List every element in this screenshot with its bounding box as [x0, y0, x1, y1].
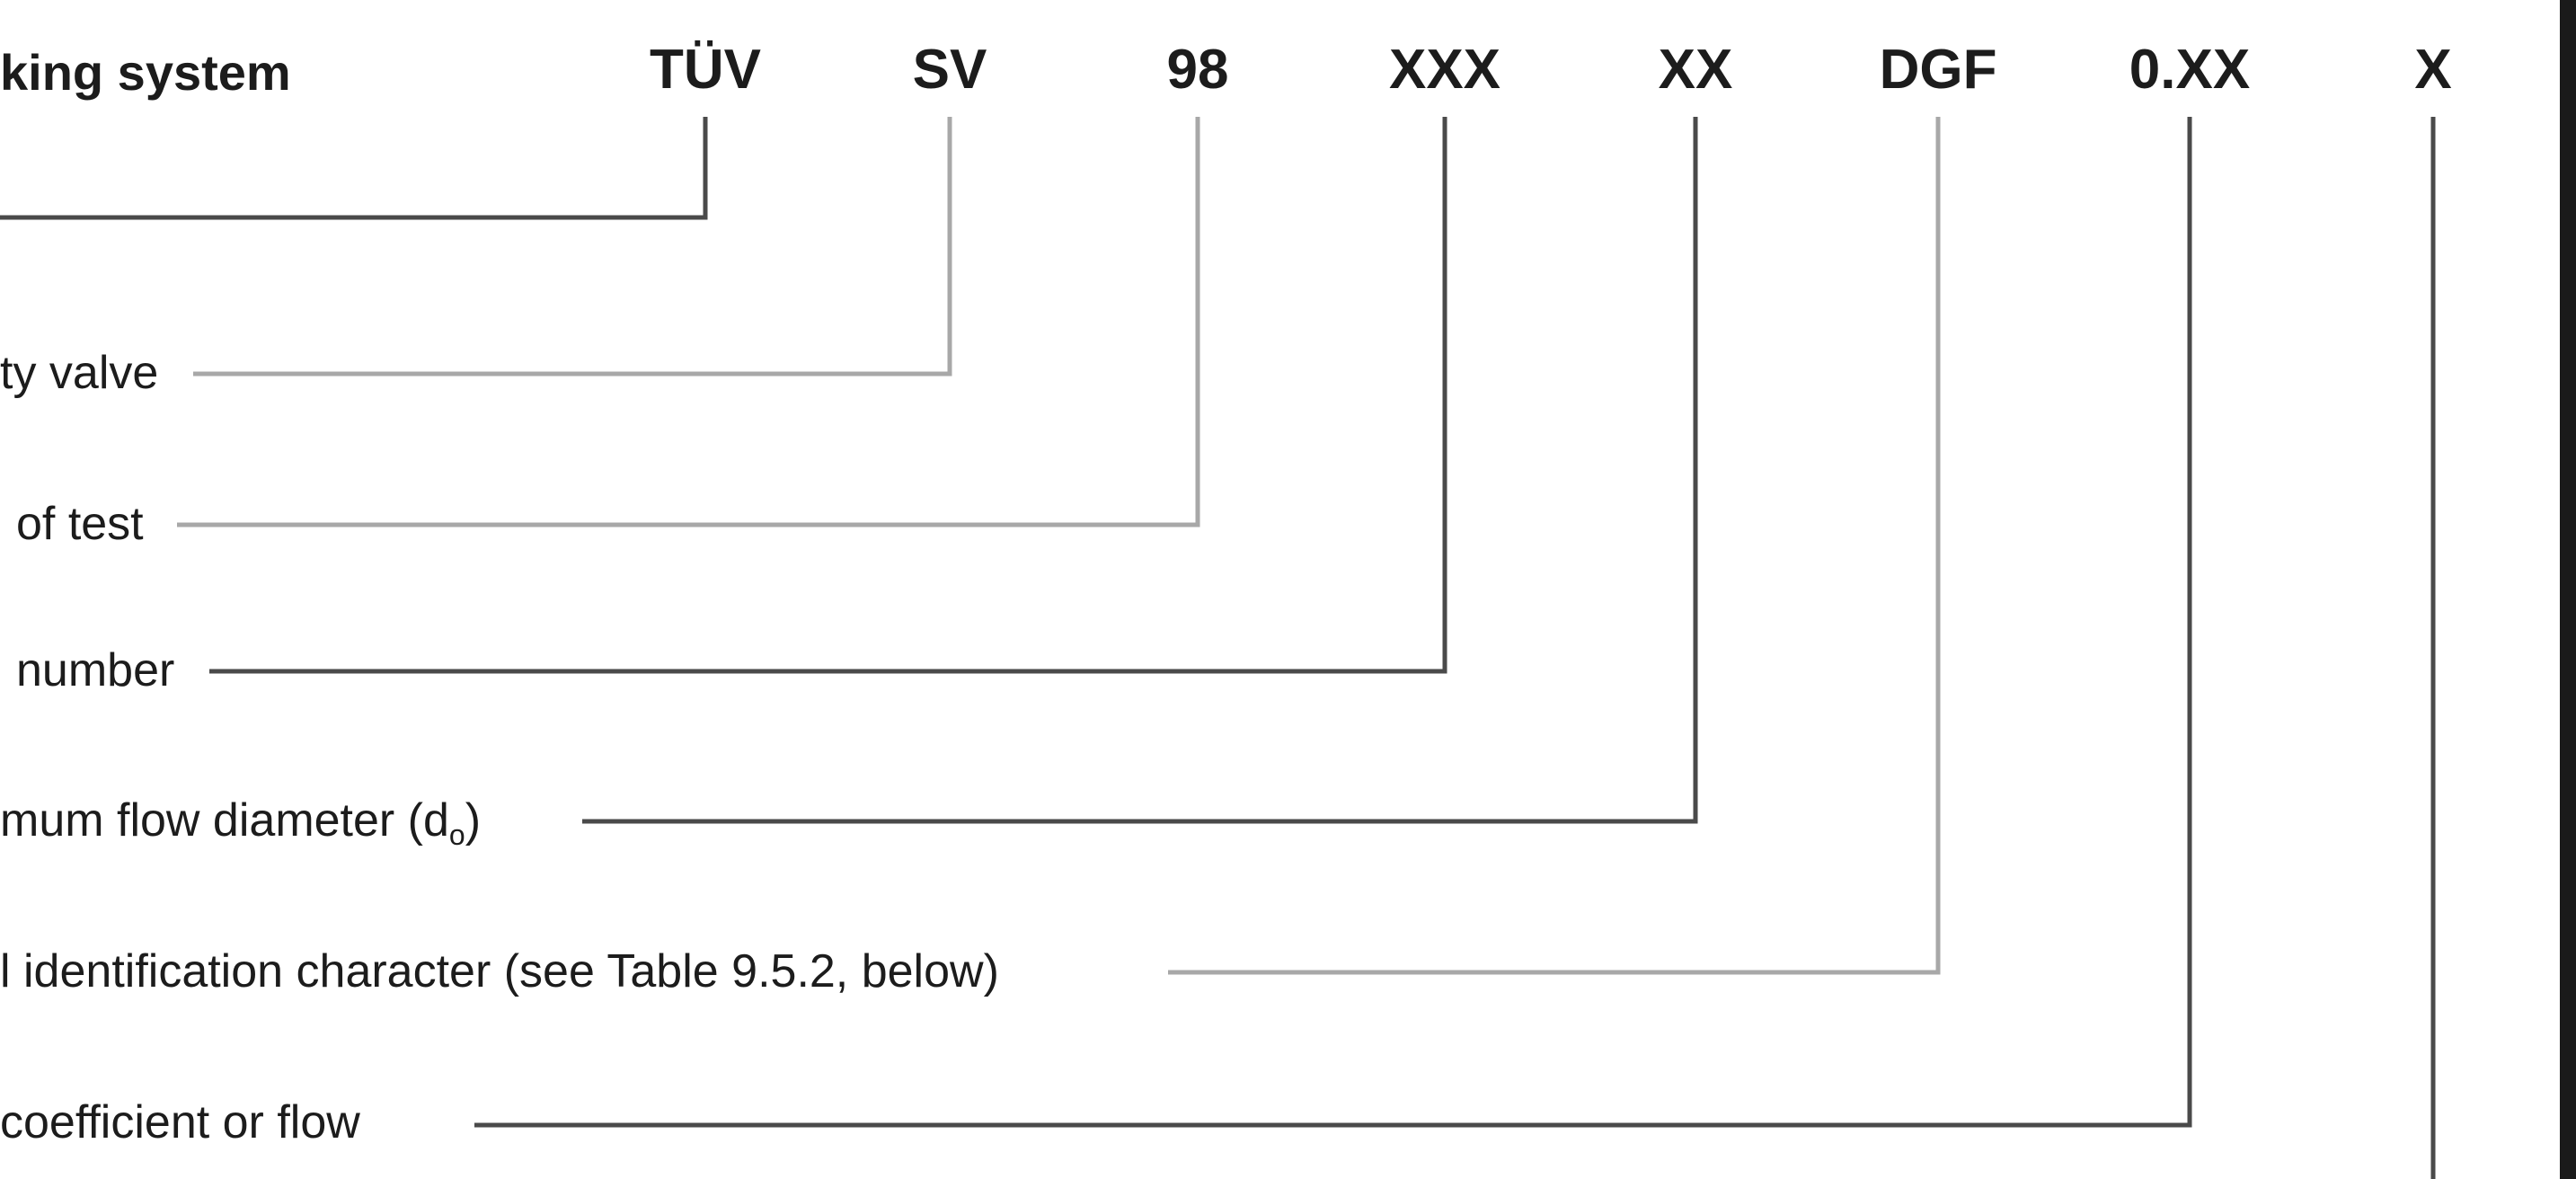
right-border: [2560, 0, 2576, 1179]
leader-tuv: [0, 117, 708, 220]
leader-0xx: [474, 117, 2192, 1128]
header-label: king system: [0, 44, 291, 101]
row-label-identification-character: l identification character (see Table 9.…: [0, 945, 999, 997]
code-xx: XX: [1659, 39, 1733, 101]
leader-sv: [193, 117, 952, 377]
row-label-coefficient: coefficient or flow: [0, 1096, 360, 1148]
row-label-flow-diameter: mum flow diameter (do): [0, 794, 481, 851]
leader-xx: [582, 117, 1698, 824]
code-98: 98: [1167, 39, 1229, 101]
code-x: X: [2414, 39, 2451, 101]
code-dgf: DGF: [1880, 39, 1997, 101]
code-0xx: 0.XX: [2129, 39, 2250, 101]
leader-dgf: [1168, 117, 1941, 975]
code-xxx: XXX: [1389, 39, 1500, 101]
code-tuv: TÜV: [650, 39, 761, 101]
leader-xxx: [209, 117, 1447, 674]
flow-diameter-subscript: o: [449, 819, 465, 851]
flow-diameter-suffix: ): [465, 794, 481, 847]
row-label-number: number: [16, 644, 174, 696]
row-label-year-of-test: of test: [16, 498, 144, 550]
leader-98: [177, 117, 1200, 527]
code-sv: SV: [913, 39, 987, 101]
row-label-safety-valve: ty valve: [0, 347, 158, 399]
flow-diameter-text: mum flow diameter (d: [0, 794, 449, 847]
